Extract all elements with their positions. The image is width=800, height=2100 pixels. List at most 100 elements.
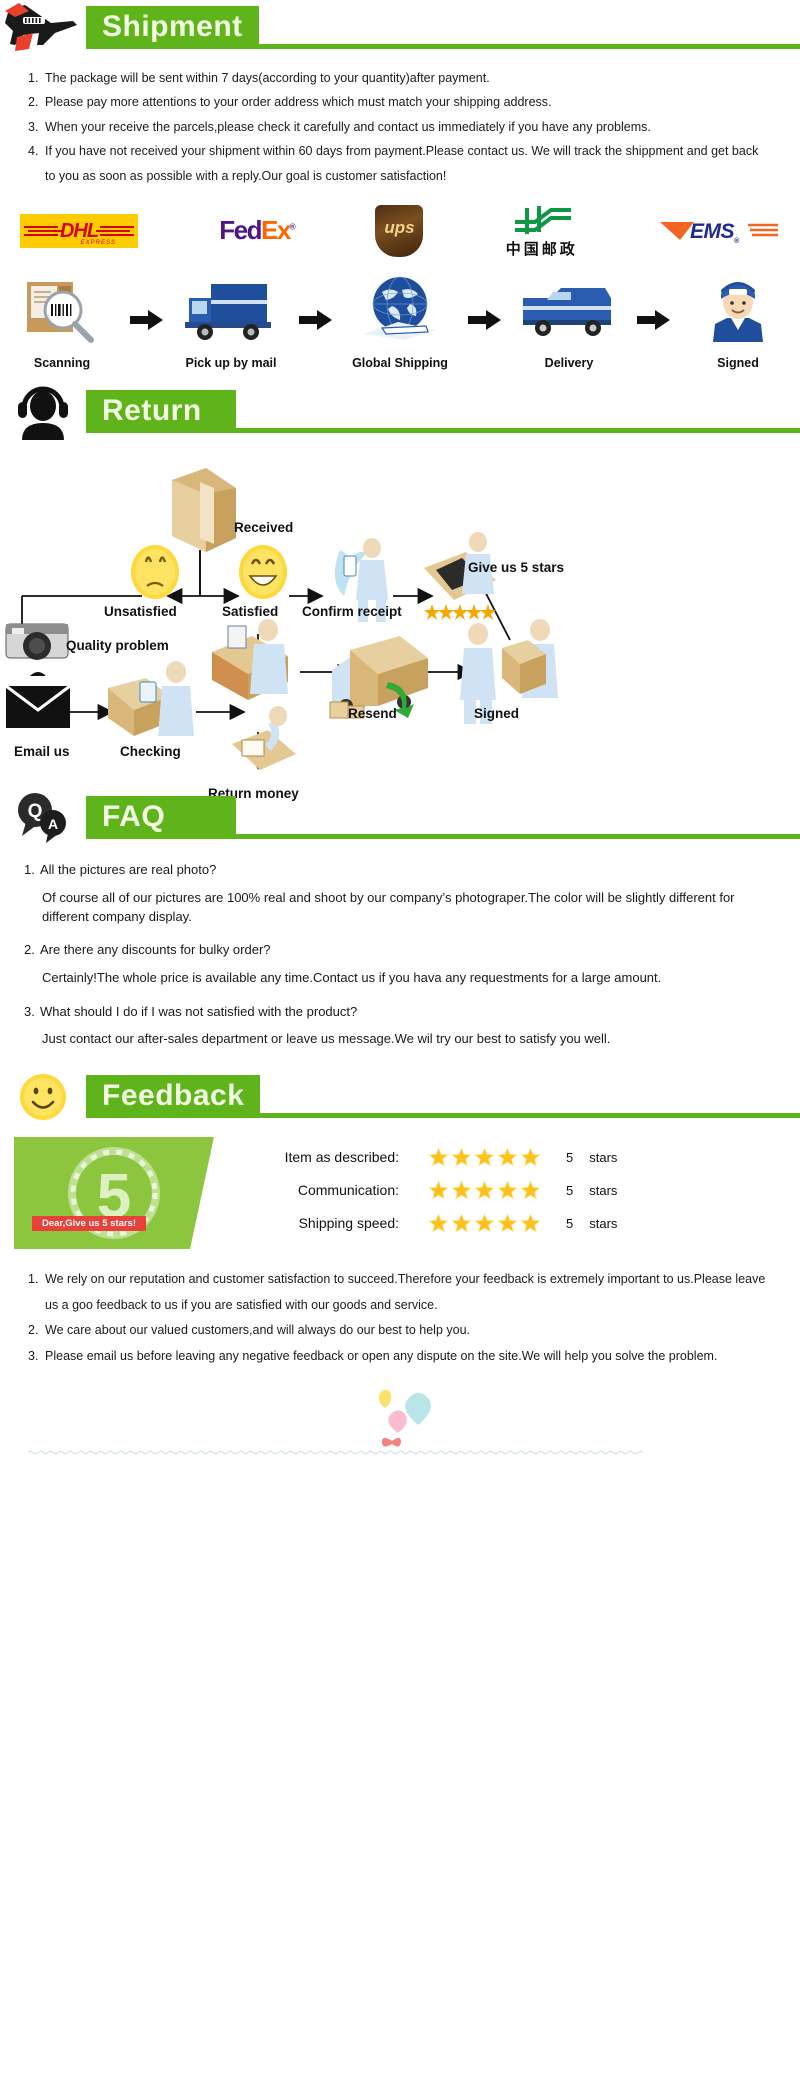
courier-person-icon bbox=[686, 272, 790, 344]
rating-stars bbox=[417, 1179, 552, 1201]
support-headset-icon bbox=[0, 384, 86, 440]
china-post-mark-icon bbox=[514, 206, 571, 235]
list-item: 3. Please email us before leaving any ne… bbox=[28, 1344, 772, 1370]
star-icon bbox=[474, 1146, 495, 1167]
ems-logo-text: EMS® bbox=[690, 220, 739, 245]
list-item: 2. We care about our valued customers,an… bbox=[28, 1318, 772, 1344]
star-icon bbox=[428, 1179, 449, 1200]
ems-logo: EMS® bbox=[659, 214, 780, 248]
return-header-rule bbox=[86, 427, 800, 433]
rating-label: Item as described: bbox=[284, 1149, 399, 1166]
list-item: 2. Please pay more attentions to your or… bbox=[28, 90, 772, 114]
shipment-section-header: Shipment bbox=[0, 0, 800, 56]
flow-step-scanning: Scanning bbox=[10, 272, 114, 370]
return-title: Return bbox=[102, 393, 202, 427]
faq-item-question: What should I do if I was not satisfied … bbox=[40, 1004, 358, 1019]
flow-step-delivery: Delivery bbox=[517, 272, 621, 370]
faq-header-rule bbox=[86, 833, 800, 839]
flow-arrow-icon bbox=[465, 309, 505, 370]
star-icon bbox=[428, 1146, 449, 1167]
return-flowchart: Received Unsatisfied Satisfied Confirm r… bbox=[0, 444, 800, 801]
faq-item-answer: Certainly!The whole price is available a… bbox=[42, 970, 662, 986]
list-item: 1. The package will be sent within 7 day… bbox=[28, 66, 772, 90]
carrier-logos-row: DHL EXPRESS FedEx® ups 中国邮政 EMS® bbox=[0, 188, 800, 266]
list-item-number: 3. bbox=[28, 119, 39, 134]
return-section-header: Return bbox=[0, 384, 800, 440]
rating-stars bbox=[417, 1212, 552, 1234]
list-item-number: 1. bbox=[28, 71, 39, 85]
list-item-number: 4. bbox=[28, 144, 39, 159]
rating-unit: stars bbox=[589, 1182, 618, 1198]
return-node-give-us-5-stars: Give us 5 stars bbox=[468, 559, 565, 575]
flow-arrow-icon bbox=[296, 309, 336, 370]
china-post-label: 中国邮政 bbox=[505, 241, 578, 259]
return-node-unsatisfied: Unsatisfied bbox=[104, 603, 177, 619]
return-node-confirm-receipt: Confirm receipt bbox=[302, 603, 402, 619]
list-item-text: We rely on our reputation and customer s… bbox=[45, 1271, 766, 1312]
flow-step-label: Pick up by mail bbox=[185, 355, 277, 370]
star-icon bbox=[497, 1146, 518, 1167]
rating-unit: stars bbox=[589, 1149, 618, 1165]
list-item-text: When your receive the parcels,please che… bbox=[45, 119, 651, 134]
shipment-title: Shipment bbox=[102, 10, 243, 43]
star-icon bbox=[520, 1146, 541, 1167]
rating-stars bbox=[417, 1146, 552, 1168]
hearts-bow-icon bbox=[378, 1390, 431, 1448]
rating-value: 5 bbox=[566, 1215, 574, 1231]
faq-item-question: All the pictures are real photo? bbox=[40, 861, 217, 877]
faq-title-banner: FAQ bbox=[86, 795, 236, 838]
faq-item-number: 1. bbox=[24, 861, 35, 877]
list-item-text: The package will be sent within 7 days(a… bbox=[45, 71, 490, 85]
rating-unit: stars bbox=[589, 1215, 618, 1231]
wavy-divider bbox=[28, 1451, 644, 1455]
package-scan-icon bbox=[10, 272, 114, 344]
list-item-text: Please email us before leaving any negat… bbox=[45, 1348, 718, 1363]
return-node-checking: Checking bbox=[120, 743, 181, 759]
return-node-satisfied: Satisfied bbox=[222, 603, 279, 619]
shipment-header-rule bbox=[86, 44, 800, 49]
faq-item: 3. What should I do if I was not satisfi… bbox=[24, 1002, 776, 1049]
rating-value: 5 bbox=[566, 1182, 574, 1198]
fedex-logo-ex: Ex bbox=[260, 215, 291, 246]
flow-arrow-icon bbox=[634, 309, 674, 370]
star-icon bbox=[451, 1179, 472, 1200]
faq-item-answer: Just contact our after-sales department … bbox=[42, 1030, 611, 1046]
list-item-number: 2. bbox=[28, 95, 39, 110]
return-node-signed: Signed bbox=[474, 705, 520, 721]
list-item-number: 2. bbox=[28, 1323, 39, 1338]
truck-icon bbox=[179, 272, 283, 344]
dhl-logo-subtext: EXPRESS bbox=[80, 239, 116, 246]
list-item-number: 3. bbox=[28, 1348, 39, 1363]
ems-registered-mark: ® bbox=[733, 238, 739, 246]
flow-step-label: Scanning bbox=[33, 355, 91, 370]
feedback-section-header: Feedback bbox=[0, 1069, 800, 1125]
rating-label: Communication: bbox=[297, 1182, 399, 1199]
fedex-logo-fed: Fed bbox=[219, 215, 262, 246]
footer-decoration bbox=[0, 1369, 800, 1469]
rating-label: Shipping speed: bbox=[298, 1215, 399, 1232]
van-icon bbox=[517, 272, 621, 344]
badge-ribbon-text: Dear,Give us 5 stars! bbox=[32, 1215, 146, 1231]
airplane-icon bbox=[0, 0, 86, 56]
star-icon bbox=[474, 1212, 495, 1233]
dhl-logo: DHL EXPRESS bbox=[20, 213, 138, 248]
list-item-text: We care about our valued customers,and w… bbox=[45, 1323, 470, 1338]
return-node-received: Received bbox=[234, 519, 294, 535]
star-icon bbox=[497, 1212, 518, 1233]
rating-value: 5 bbox=[566, 1149, 574, 1165]
shipment-title-banner: Shipment bbox=[86, 6, 259, 48]
faq-section-header: Q A FAQ bbox=[0, 790, 800, 846]
return-node-resend: Resend bbox=[348, 705, 397, 721]
rating-row-shipping-speed: Shipping speed: 5 stars bbox=[234, 1207, 617, 1240]
list-item-text: Please pay more attentions to your order… bbox=[45, 95, 552, 110]
star-icon bbox=[474, 1179, 495, 1200]
list-item: 4. If you have not received your shipmen… bbox=[28, 139, 772, 188]
feedback-ratings-block: 5 Dear,Give us 5 stars! Item as describe… bbox=[0, 1129, 800, 1249]
star-icon bbox=[497, 1179, 518, 1200]
ems-logo-label: EMS bbox=[689, 219, 735, 243]
svg-text:Q: Q bbox=[28, 801, 43, 822]
return-title-banner: Return bbox=[86, 389, 236, 432]
ratings-table: Item as described: 5 stars Communication… bbox=[234, 1137, 617, 1240]
star-icon bbox=[451, 1212, 472, 1233]
list-item: 1. We rely on our reputation and custome… bbox=[28, 1267, 772, 1318]
